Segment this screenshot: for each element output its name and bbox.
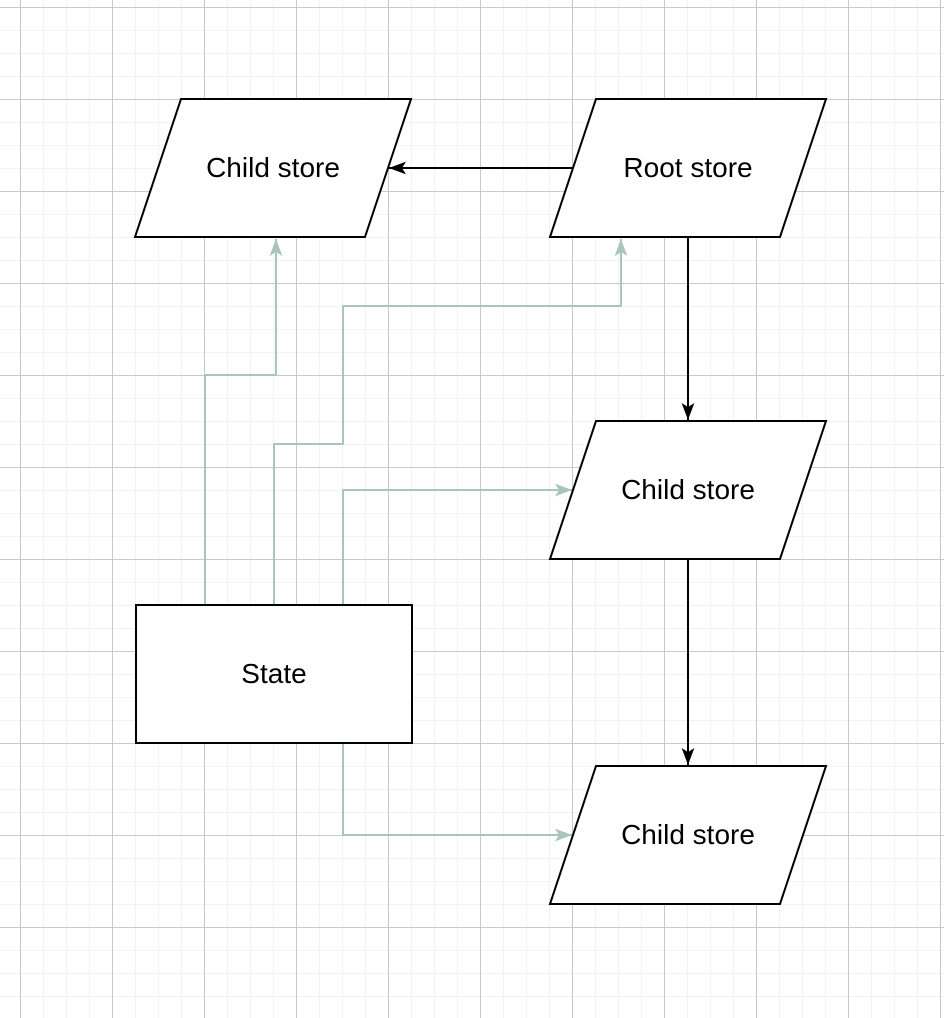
edge-state-to-root-store[interactable] (273, 239, 628, 605)
node-child-store-middle[interactable] (548, 420, 828, 560)
edge-state-to-child-store-middle[interactable] (342, 483, 572, 605)
node-label-root-store[interactable]: Root store (623, 152, 753, 184)
green-edges (204, 239, 628, 842)
edge-state-to-child-store-top-left[interactable] (204, 239, 283, 605)
node-label-child-store-top-left[interactable]: Child store (206, 152, 340, 184)
node-state[interactable] (135, 604, 413, 744)
node-child-store-bottom[interactable] (548, 765, 828, 905)
edge-state-to-child-store-bottom[interactable] (342, 743, 572, 842)
node-label-child-store-middle[interactable]: Child store (621, 474, 755, 506)
node-label-state[interactable]: State (241, 658, 307, 690)
node-child-store-top-left[interactable] (133, 98, 413, 238)
node-label-child-store-bottom[interactable]: Child store (621, 819, 755, 851)
nodes (133, 98, 828, 905)
node-root-store[interactable] (548, 98, 828, 238)
black-edges (389, 161, 695, 765)
